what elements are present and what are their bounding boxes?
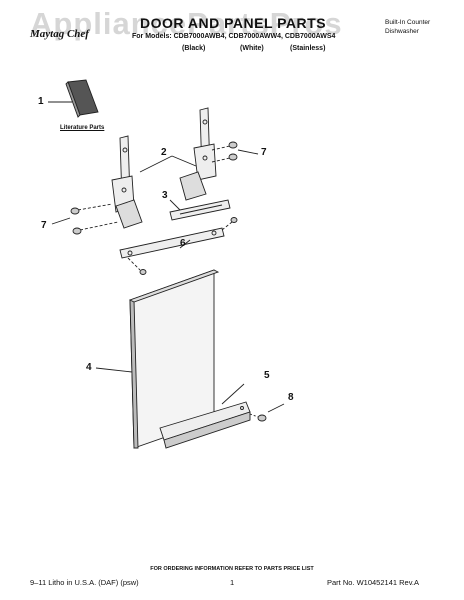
door-panel [128, 269, 220, 449]
literature-booklet [65, 79, 99, 118]
callout-3: 3 [162, 190, 168, 201]
leader-3 [169, 199, 181, 211]
leader-2a [139, 155, 173, 173]
color-white: (White) [240, 45, 264, 52]
screws-right [211, 141, 259, 163]
left-hinge-bracket [111, 135, 143, 229]
appliance-type-line2: Dishwasher [385, 28, 419, 35]
callout-5: 5 [264, 370, 270, 381]
leader-4 [95, 367, 133, 373]
litho-info: 9–11 Litho in U.S.A. (DAF) (psw) [30, 578, 139, 587]
right-hinge-bracket [179, 107, 217, 201]
ordering-note: FOR ORDERING INFORMATION REFER TO PARTS … [150, 566, 314, 572]
toe-panel-screw [249, 403, 285, 422]
appliance-type: Built-In Counter Dishwasher [385, 18, 430, 36]
leader-6 [179, 239, 191, 249]
color-black: (Black) [182, 45, 206, 52]
screws-left [51, 203, 119, 235]
page-number: 1 [230, 578, 235, 587]
color-stainless: (Stainless) [290, 45, 326, 52]
callout-6: 6 [180, 238, 186, 249]
part-number: Part No. W10452141 Rev.A [327, 578, 419, 587]
appliance-type-line1: Built-In Counter [385, 19, 431, 26]
callout-7-right: 7 [261, 147, 267, 158]
model-list: For Models: CDB7000AWB4, CDB7000AWW4, CD… [132, 33, 336, 40]
literature-parts-label: Literature Parts [60, 125, 105, 131]
leader-2b [171, 155, 197, 167]
upper-brace [169, 199, 231, 221]
callout-1: 1 [38, 96, 44, 107]
toe-panel [159, 401, 251, 449]
brand-logo: Maytag Chef [30, 28, 89, 40]
callout-4: 4 [86, 362, 92, 373]
callout-2: 2 [161, 147, 167, 158]
lower-brace [119, 217, 238, 275]
callout-8: 8 [288, 392, 294, 403]
leader-5 [221, 383, 245, 405]
watermark: AppliancePartsPros [30, 6, 343, 41]
page-title: DOOR AND PANEL PARTS [140, 15, 327, 31]
callout-7-left: 7 [41, 220, 47, 231]
